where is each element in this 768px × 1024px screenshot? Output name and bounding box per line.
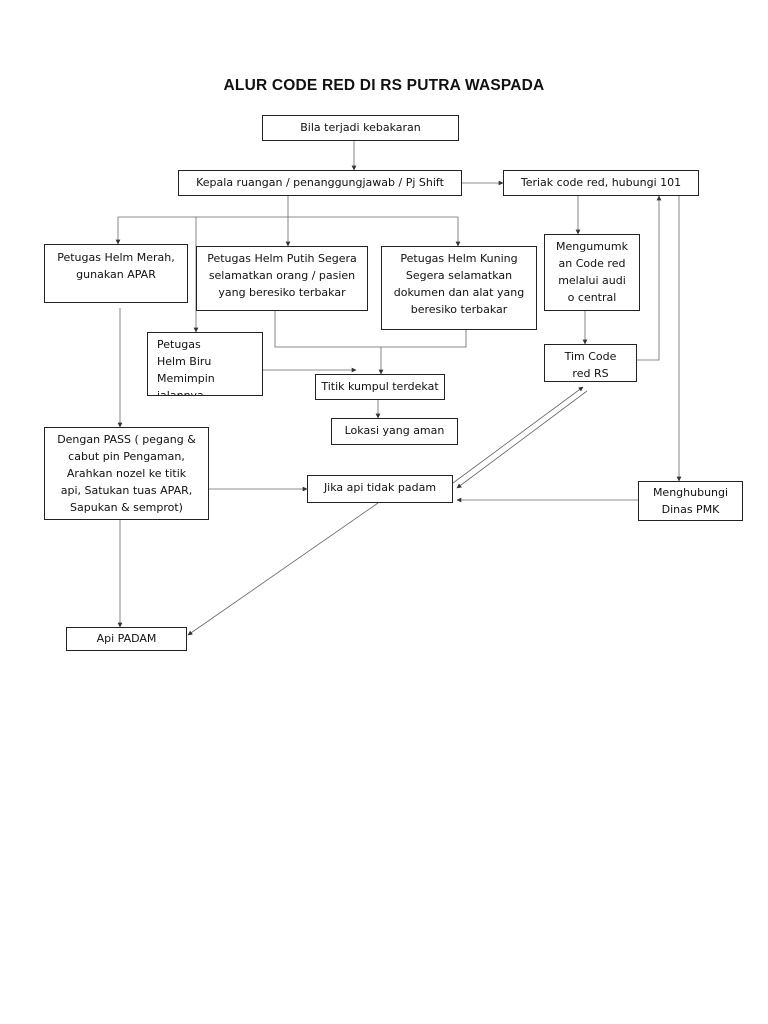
arrow-tim-to-jika bbox=[456, 390, 588, 489]
teriak-code-red-box: Teriak code red, hubungi 101 bbox=[503, 170, 699, 196]
tim-code-red-box: Tim Code red RS bbox=[544, 344, 637, 382]
start-box: Bila terjadi kebakaran bbox=[262, 115, 459, 141]
pass-instruksi-box: Dengan PASS ( pegang & cabut pin Pengama… bbox=[44, 427, 209, 520]
diagram-title: ALUR CODE RED DI RS PUTRA WASPADA bbox=[223, 77, 545, 94]
petugas-helm-kuning-box: Petugas Helm Kuning Segera selamatkan do… bbox=[381, 246, 537, 330]
menghubungi-dinas-pmk-box: Menghubungi Dinas PMK bbox=[638, 481, 743, 521]
titik-kumpul-box: Titik kumpul terdekat bbox=[315, 374, 445, 400]
mengumumkan-code-red-box: Mengumumkan Code red melalui audio centr… bbox=[544, 234, 640, 311]
petugas-helm-merah-box: Petugas Helm Merah, gunakan APAR bbox=[44, 244, 188, 303]
petugas-helm-biru-box: Petugas Helm Biru Memimpin jalannya bbox=[147, 332, 263, 396]
jika-api-tidak-padam-box: Jika api tidak padam bbox=[307, 475, 453, 503]
arrow-jika-to-tim bbox=[452, 386, 584, 484]
line-putih-kuning-join bbox=[274, 311, 467, 348]
petugas-helm-putih-box: Petugas Helm Putih Segera selamatkan ora… bbox=[196, 246, 368, 311]
api-padam-box: Api PADAM bbox=[66, 627, 187, 651]
kepala-ruangan-box: Kepala ruangan / penanggungjawab / Pj Sh… bbox=[178, 170, 462, 196]
arrow-tim-to-teriak bbox=[637, 195, 662, 361]
arrow-jika-to-padam bbox=[187, 502, 379, 636]
lokasi-aman-box: Lokasi yang aman bbox=[331, 418, 458, 445]
